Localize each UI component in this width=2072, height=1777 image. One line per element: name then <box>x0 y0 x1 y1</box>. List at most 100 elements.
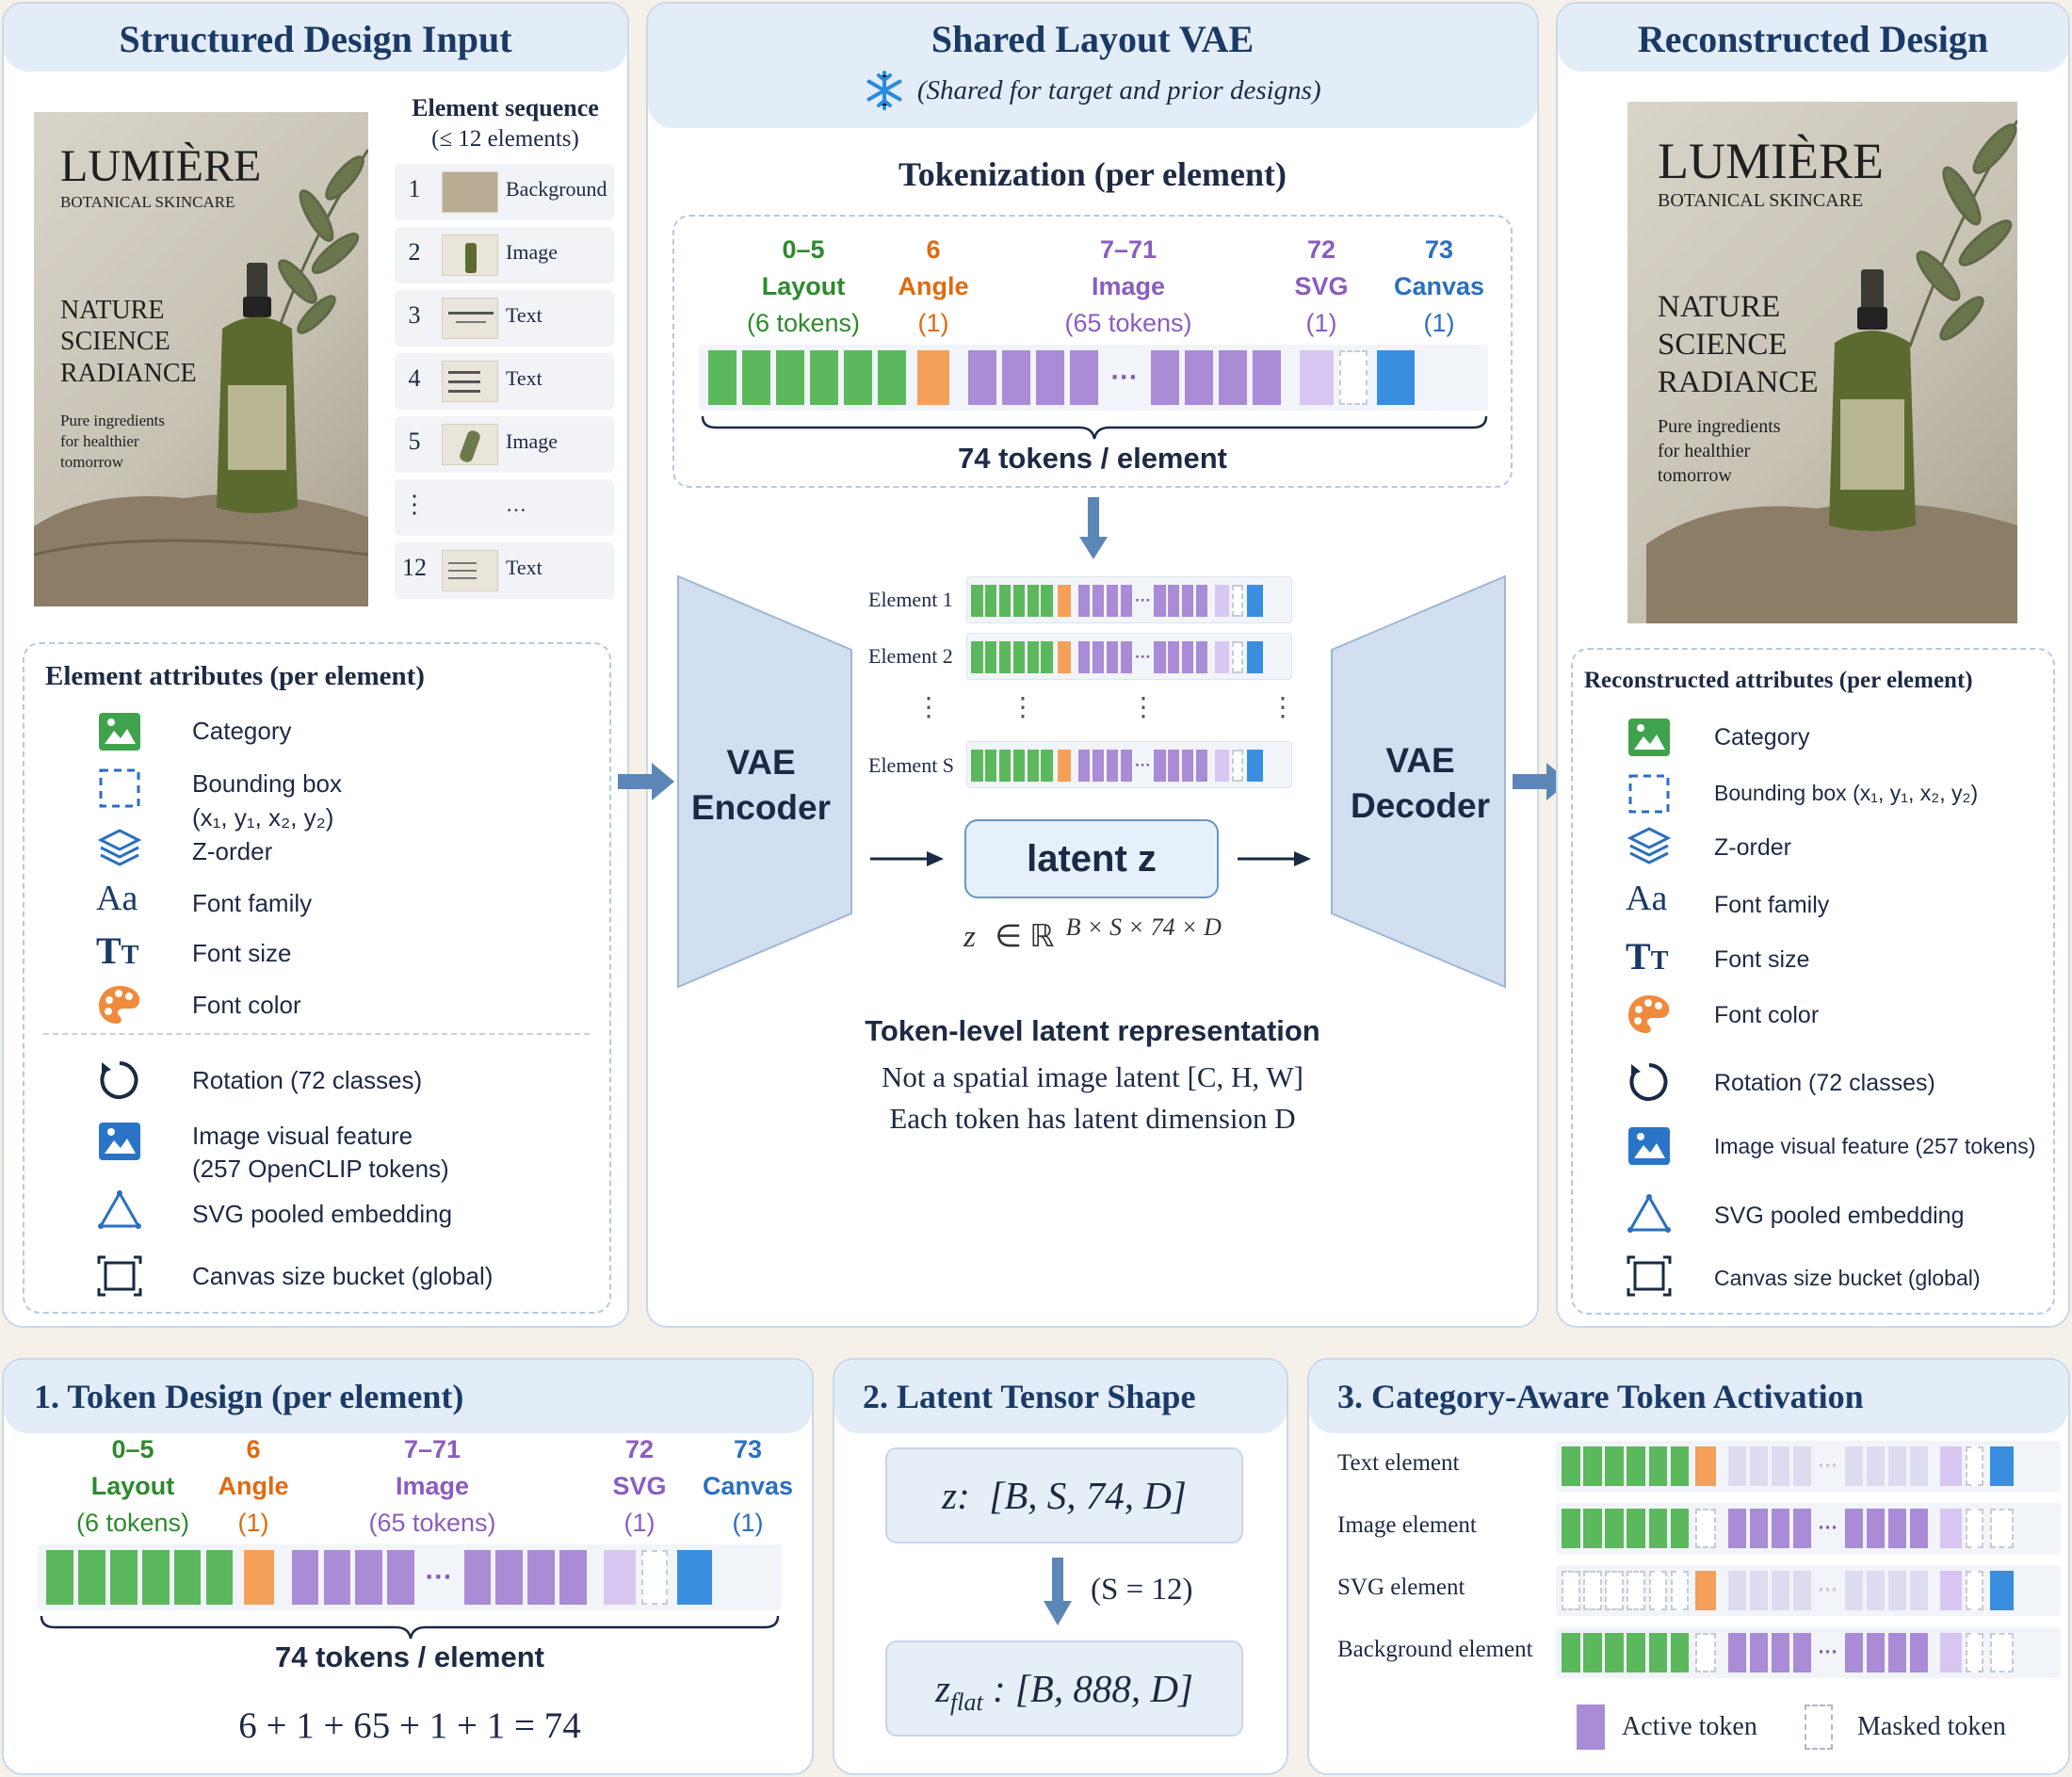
element-attributes-title: Element attributes (per element) <box>45 661 425 691</box>
layout-token <box>708 350 737 405</box>
svg-token <box>1215 750 1230 782</box>
image-token <box>1845 1446 1864 1486</box>
svg-token <box>1215 641 1230 673</box>
layout-token <box>1670 1446 1689 1486</box>
layout-token <box>971 585 983 617</box>
angle-token <box>1057 585 1071 617</box>
image-token <box>559 1550 587 1605</box>
poster-small: for healthier <box>60 432 139 450</box>
element-row-label: Element S <box>868 753 955 777</box>
panel-title: 3. Category-Aware Token Activation <box>1337 1378 1864 1415</box>
tensor-zflat-box: zflat : [B, 888, D] <box>885 1640 1243 1737</box>
attr-font-color: Font color <box>192 991 301 1019</box>
representation-line: Not a spatial image latent [C, H, W] <box>882 1060 1303 1093</box>
layout-token <box>844 350 872 405</box>
reconstructed-design-panel: Reconstructed Design LUMIÈRE BOTANICAL S… <box>1556 2 2070 1328</box>
masked-token <box>1695 1633 1717 1672</box>
image-token <box>1181 641 1194 673</box>
panel-title: 1. Token Design (per element) <box>34 1378 464 1415</box>
layout-token <box>984 750 997 782</box>
seq-thumbnail <box>442 234 498 276</box>
image-token <box>495 1550 523 1605</box>
font-size-icon: TT <box>1626 935 1669 977</box>
structured-design-input-panel: Structured Design Input LUMIÈRE BOTANICA… <box>2 2 629 1328</box>
category-icon <box>1628 719 1670 756</box>
image-token <box>1195 641 1208 673</box>
svg-icon <box>1627 1193 1671 1233</box>
image-token <box>1181 750 1194 782</box>
masked-token <box>1562 1571 1580 1610</box>
image-token <box>1727 1446 1747 1486</box>
formula-in: ∈ ℝ <box>995 920 1055 954</box>
panel-header: Shared Layout VAE (Shared for target and… <box>648 4 1537 128</box>
masked-token <box>1965 1446 1984 1486</box>
seq-num: 2 <box>408 238 421 266</box>
encoder-label-line: Encoder <box>690 788 832 827</box>
group-range: 72 <box>624 1435 655 1463</box>
font-family-icon: Aa <box>96 879 138 918</box>
seq-num: 12 <box>402 554 427 581</box>
legend-masked-swatch <box>1805 1704 1833 1750</box>
layout-token <box>1562 1633 1580 1672</box>
token-ellipsis: ··· <box>1818 1579 1838 1601</box>
layout-token <box>1027 750 1039 782</box>
angle-token <box>1695 1571 1717 1610</box>
svg-token <box>1940 1509 1963 1548</box>
image-token <box>1106 585 1119 617</box>
seq-thumbnail <box>442 171 498 213</box>
attr-canvas: Canvas size bucket (global) <box>1714 1266 1981 1290</box>
poster-small: tomorrow <box>60 453 124 471</box>
group-count: (1) <box>623 1509 656 1537</box>
layout-token <box>1012 641 1026 673</box>
token-ellipsis: ··· <box>1818 1517 1838 1539</box>
image-token <box>1793 1446 1812 1486</box>
image-token <box>1078 585 1091 617</box>
zflat-shape: : [B, 888, D] <box>992 1667 1193 1710</box>
masked-token <box>1627 1571 1645 1610</box>
poster-illustration <box>34 149 368 606</box>
svg-token <box>1940 1446 1963 1486</box>
layout-token <box>110 1550 138 1605</box>
layout-token <box>1648 1446 1667 1486</box>
group-name: Canvas <box>702 1472 794 1500</box>
image-token <box>1106 750 1119 782</box>
group-range: 7–71 <box>1099 235 1157 264</box>
angle-token <box>1057 641 1071 673</box>
attr-font-size: Font size <box>192 939 292 967</box>
angle-token <box>1695 1446 1717 1486</box>
token-ellipsis: ··· <box>1135 648 1152 666</box>
divider <box>43 1033 590 1035</box>
poster-subtitle: BOTANICAL SKINCARE <box>1658 190 1864 211</box>
font-family-icon: Aa <box>1626 879 1668 918</box>
attr-svg: SVG pooled embedding <box>1714 1203 1965 1229</box>
image-token <box>1070 350 1098 405</box>
group-range: 72 <box>1306 235 1336 264</box>
layout-token <box>174 1550 202 1605</box>
layout-token <box>1012 750 1026 782</box>
layout-token <box>878 350 906 405</box>
masked-token <box>1965 1633 1984 1672</box>
attr-image-feature: Image visual feature <box>192 1122 413 1150</box>
seq-num: ⋮ <box>402 491 427 518</box>
reconstructed-attributes-box <box>1571 648 2055 1315</box>
image-token <box>1078 641 1091 673</box>
image-token <box>1910 1446 1929 1486</box>
vae-decoder <box>1331 574 1506 989</box>
seq-label: … <box>506 493 526 516</box>
image-token <box>1002 350 1030 405</box>
masked-token <box>1583 1571 1602 1610</box>
attr-font-size: Font size <box>1714 946 1810 973</box>
group-range: 0–5 <box>782 235 825 264</box>
attr-z-order: Z-order <box>192 837 273 865</box>
image-token <box>1749 1509 1769 1548</box>
seq-label: Background <box>506 177 607 201</box>
layout-token <box>1605 1509 1624 1548</box>
image-token <box>1867 1509 1886 1548</box>
layout-token <box>1670 1509 1689 1548</box>
image-token <box>1867 1571 1886 1610</box>
seq-label: Text <box>506 303 542 327</box>
image-token <box>1219 350 1247 405</box>
token-ellipsis: ··· <box>1135 756 1152 774</box>
